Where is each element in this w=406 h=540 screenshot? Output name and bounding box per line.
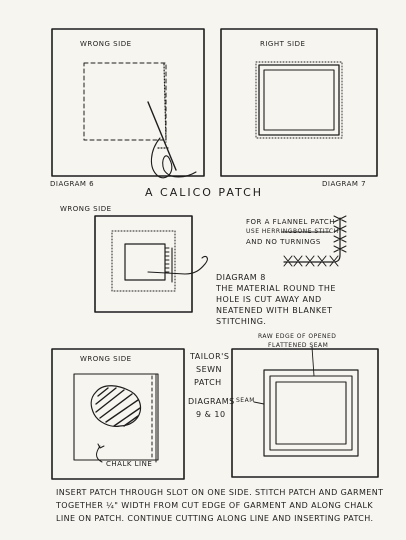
flannel-note-line-2: USE HERRINGBONE STITCH bbox=[246, 228, 339, 235]
diagram-8-wrong-side-label: WRONG SIDE bbox=[60, 205, 112, 213]
diagram-10-cloth-square bbox=[231, 348, 379, 478]
diagram-6-wrong-side-label: WRONG SIDE bbox=[80, 40, 132, 48]
diagram-10-outer-seam bbox=[263, 369, 359, 457]
diagram-8-dotted-patch bbox=[111, 230, 176, 292]
diagram-8-label: DIAGRAM 8 bbox=[216, 273, 266, 282]
diagram-7-cloth-square bbox=[220, 28, 378, 177]
diagram-6-label: DIAGRAM 6 bbox=[50, 180, 95, 188]
diagram-8-description-3: NEATENED WITH BLANKET bbox=[216, 306, 333, 315]
tailors-title-line-1: TAILOR'S bbox=[190, 352, 230, 361]
diagram-7-patch-inner bbox=[263, 69, 335, 131]
chalk-line-label: CHALK LINE bbox=[106, 460, 153, 468]
diagrams-9-10-label: DIAGRAMS bbox=[188, 397, 235, 406]
diagram-6-cloth-square bbox=[51, 28, 205, 177]
diagram-8-hole bbox=[124, 243, 166, 281]
calico-patch-title: A CALICO PATCH bbox=[145, 186, 264, 199]
diagrams-9-10-numbers: 9 & 10 bbox=[196, 410, 226, 419]
diagram-8-description-1: THE MATERIAL ROUND THE bbox=[216, 284, 336, 293]
raw-edge-pointer bbox=[311, 346, 315, 377]
raw-edge-label-1: RAW EDGE OF OPENED bbox=[258, 333, 337, 340]
herringbone-stitches bbox=[283, 215, 347, 267]
diagram-6-thread bbox=[150, 137, 197, 179]
instruction-caption: INSERT PATCH THROUGH SLOT ON ONE SIDE. S… bbox=[56, 488, 384, 523]
seam-label: SEAM bbox=[236, 397, 255, 404]
diagram-8-cloth-square bbox=[94, 215, 193, 313]
tailors-title-line-2: SEWN bbox=[196, 365, 223, 374]
diagram-7-patch-outer bbox=[258, 64, 340, 136]
diagram-8-description-2: HOLE IS CUT AWAY AND bbox=[216, 295, 322, 304]
diagram-9-cloth-square bbox=[51, 348, 185, 480]
diagram-7-label: DIAGRAM 7 bbox=[322, 180, 367, 188]
diagram-9-patch bbox=[73, 373, 159, 461]
diagram-6-needle bbox=[147, 101, 177, 171]
raw-edge-label-2: FLATTENED SEAM bbox=[268, 342, 329, 349]
diagram-10-inner-seam bbox=[269, 375, 353, 451]
tailors-title-line-3: PATCH bbox=[194, 378, 222, 387]
diagram-8-description-4: STITCHING. bbox=[216, 317, 267, 326]
diagram-7-right-side-label: RIGHT SIDE bbox=[260, 40, 306, 48]
diagram-9-hole bbox=[90, 385, 142, 427]
seam-pointer bbox=[253, 401, 265, 405]
chalk-line-arrow bbox=[96, 445, 103, 463]
flannel-note-line-3: AND NO TURNINGS bbox=[246, 238, 321, 246]
flannel-note-line-1: FOR A FLANNEL PATCH bbox=[246, 218, 336, 226]
diagram-8-needle-thread bbox=[147, 255, 208, 275]
diagram-6-dashed-patch bbox=[83, 62, 167, 141]
diagram-9-wrong-side-label: WRONG SIDE bbox=[80, 355, 132, 363]
